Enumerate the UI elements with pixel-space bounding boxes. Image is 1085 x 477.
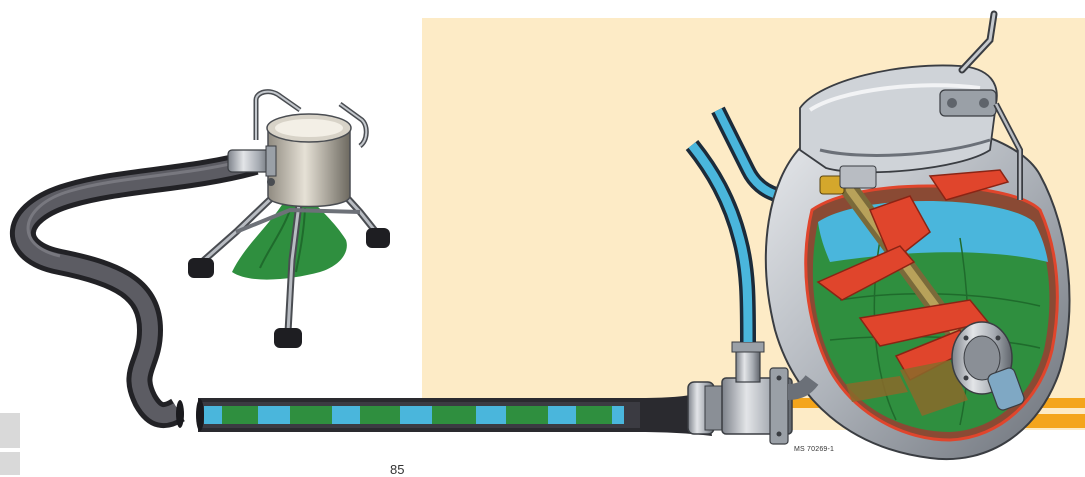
page-edge-tab — [0, 413, 20, 475]
delivery-hose — [23, 158, 255, 415]
mix-plug — [290, 406, 332, 424]
hopper — [188, 92, 390, 348]
mix-plug — [432, 406, 476, 424]
mix-plug — [360, 406, 400, 424]
mix-plug — [576, 406, 612, 424]
hose-cutaway — [196, 392, 712, 436]
mix-plug — [506, 406, 548, 424]
mix-plug — [222, 406, 258, 424]
figure-code: MS 70269-1 — [794, 446, 834, 453]
